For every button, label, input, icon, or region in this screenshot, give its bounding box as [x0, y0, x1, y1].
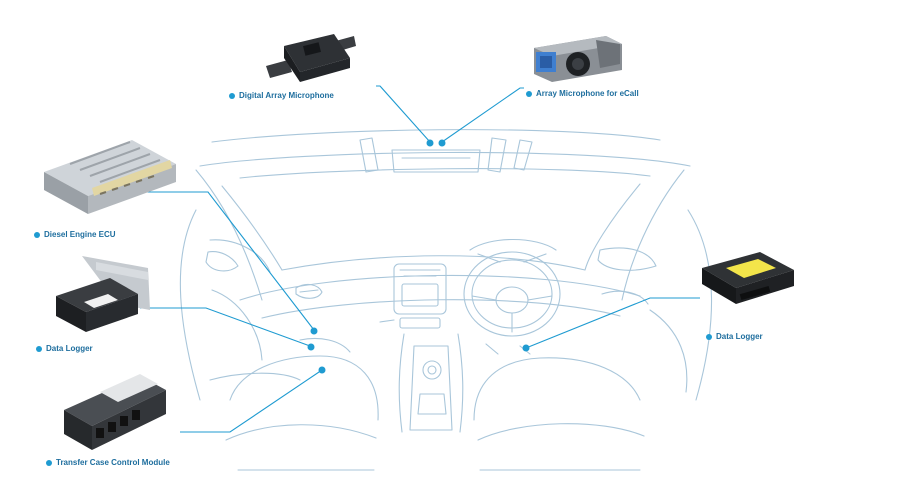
callout-label: Digital Array Microphone: [239, 91, 334, 100]
anchor-dot-diesel-ecu: [310, 327, 318, 335]
callout-data-logger-left: Data Logger: [36, 344, 93, 353]
callout-label: Transfer Case Control Module: [56, 458, 170, 467]
digital-array-microphone-icon: [266, 34, 356, 82]
callout-diesel-engine-ecu: Diesel Engine ECU: [34, 230, 116, 239]
car-interior-sketch: [179, 129, 713, 471]
anchor-dot-array-mic-ecall: [438, 139, 446, 147]
leader-line-array-mic-ecall: [441, 87, 524, 143]
callout-transfer-case-control-module: Transfer Case Control Module: [46, 458, 170, 467]
leader-line-data-logger-right: [525, 297, 700, 349]
anchor-dots: [307, 139, 530, 374]
bullet-dot-icon: [229, 92, 235, 99]
bullet-dot-icon: [706, 333, 712, 340]
anchor-dot-digital-array-mic: [426, 139, 434, 147]
leader-line-diesel-ecu: [130, 191, 315, 331]
callout-label: Array Microphone for eCall: [536, 89, 639, 98]
callout-digital-array-microphone: Digital Array Microphone: [229, 91, 334, 100]
bullet-dot-icon: [526, 90, 532, 97]
transfer-case-module-icon: [64, 374, 166, 450]
callout-label: Data Logger: [716, 332, 763, 341]
array-microphone-ecall-icon: [534, 36, 622, 82]
data-logger-yellow-icon: [702, 252, 794, 304]
diesel-engine-ecu-icon: [44, 140, 176, 214]
callout-array-microphone-ecall: Array Microphone for eCall: [526, 89, 639, 98]
callout-data-logger-right: Data Logger: [706, 332, 763, 341]
leader-line-digital-array-mic: [376, 85, 431, 143]
data-logger-bracket-icon: [56, 256, 150, 332]
bullet-dot-icon: [36, 345, 42, 352]
leader-line-transfer-case: [180, 369, 323, 433]
anchor-dot-data-logger-right: [522, 344, 530, 352]
anchor-dot-data-logger-left: [307, 343, 315, 351]
bullet-dot-icon: [46, 459, 52, 466]
leader-lines: [130, 85, 700, 433]
callout-label: Diesel Engine ECU: [44, 230, 116, 239]
leader-line-data-logger-left: [140, 307, 311, 347]
anchor-dot-transfer-case: [318, 366, 326, 374]
bullet-dot-icon: [34, 231, 40, 238]
callout-label: Data Logger: [46, 344, 93, 353]
